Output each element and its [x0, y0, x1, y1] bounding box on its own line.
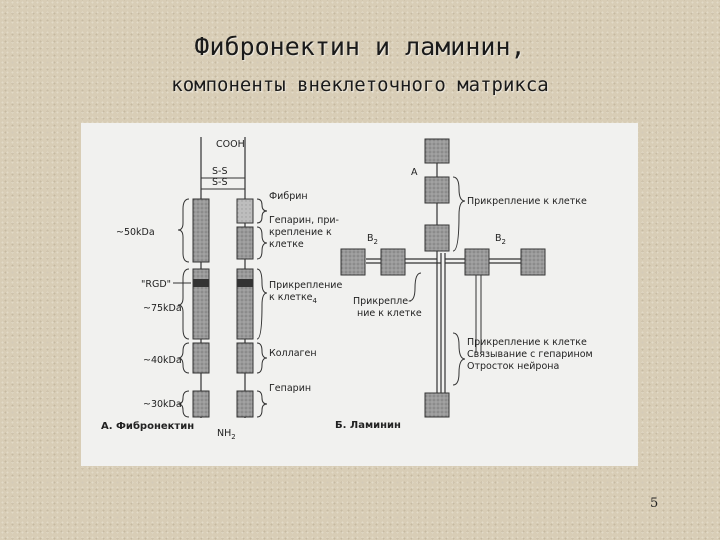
lam-label-mid-2: ние к клетке: [357, 308, 422, 319]
diagram-figure: COOH S-S S-S ~50kDa "RGD" ~75kDa ~40kDa …: [81, 123, 638, 466]
label-heparin: Гепарин: [269, 383, 311, 394]
fn-domain-left-3: [192, 342, 210, 374]
slide-title: Фибронектин и ламинин,: [194, 32, 526, 61]
brace-75kda: [177, 268, 190, 340]
brace-30kda: [177, 390, 190, 418]
lam-a-domain-1: [424, 138, 450, 164]
lam-a-domain-3: [424, 224, 450, 252]
fn-domain-left-4: [192, 390, 210, 418]
slide-subtitle: компоненты внеклеточного матрикса: [171, 74, 549, 96]
kda-30-label: ~30kDa: [143, 399, 182, 410]
brace-40kda: [177, 342, 190, 374]
diagram-svg: COOH S-S S-S ~50kDa "RGD" ~75kDa ~40kDa …: [101, 137, 593, 441]
lam-a-domain-2: [424, 176, 450, 204]
lam-label-bottom-3: Отросток нейрона: [467, 361, 559, 372]
cooh-label: COOH: [216, 139, 245, 150]
label-heparin-cell-2: крепление к: [269, 227, 332, 238]
lam-b2-left-label: B2: [367, 233, 378, 246]
nh2-label: NH2: [217, 428, 236, 441]
label-cell-1: Прикрепление: [269, 280, 342, 291]
ss-label-2: S-S: [212, 177, 228, 188]
label-fibrin: Фибрин: [269, 191, 308, 202]
rgd-label: "RGD": [141, 279, 171, 290]
fn-domain-right-1: [236, 198, 254, 224]
label-collagen: Коллаген: [269, 348, 317, 359]
page-number: 5: [650, 496, 659, 511]
kda-75-label: ~75kDa: [143, 303, 182, 314]
fibronectin-caption: А. Фибронектин: [101, 420, 194, 432]
brace-heparin: [256, 390, 268, 418]
kda-50-label: ~50kDa: [116, 227, 155, 238]
lam-b2-right-domain-2: [520, 248, 546, 276]
fn-domain-left-1: [192, 198, 210, 263]
brace-heparin-cell: [256, 226, 268, 260]
fn-domain-right-4: [236, 342, 254, 374]
lam-label-mid-1: Прикрепле-: [353, 296, 412, 307]
lam-g-domain: [424, 392, 450, 418]
brace-cell: [256, 268, 268, 340]
lam-brace-top: [452, 176, 466, 252]
lam-b2-left-domain-1: [340, 248, 366, 276]
lam-b2-right-domain-1: [464, 248, 490, 276]
fn-rgd-band-left: [193, 279, 209, 287]
brace-fibrin: [256, 198, 268, 224]
label-cell-2: к клетке4: [269, 292, 318, 305]
lam-label-bottom-2: Связывание с гепарином: [467, 349, 593, 360]
lam-label-cell-top: Прикрепление к клетке: [467, 196, 587, 207]
lam-a-label: A: [411, 167, 418, 178]
brace-collagen: [256, 342, 268, 374]
label-heparin-cell-1: Гепарин, при-: [269, 215, 339, 226]
lam-b2-right-label: B2: [495, 233, 506, 246]
lam-b2-left-domain-2: [380, 248, 406, 276]
laminin-caption: Б. Ламинин: [335, 420, 401, 431]
lam-brace-bottom: [452, 332, 466, 386]
fn-domain-right-2: [236, 226, 254, 260]
lam-brace-mid: [408, 272, 422, 302]
brace-50kda: [177, 198, 190, 263]
label-heparin-cell-3: клетке: [269, 239, 304, 250]
kda-40-label: ~40kDa: [143, 355, 182, 366]
lam-label-bottom-1: Прикрепление к клетке: [467, 337, 587, 348]
ss-label-1: S-S: [212, 166, 228, 177]
fn-rgd-band-right: [237, 279, 253, 287]
fn-domain-right-5: [236, 390, 254, 418]
